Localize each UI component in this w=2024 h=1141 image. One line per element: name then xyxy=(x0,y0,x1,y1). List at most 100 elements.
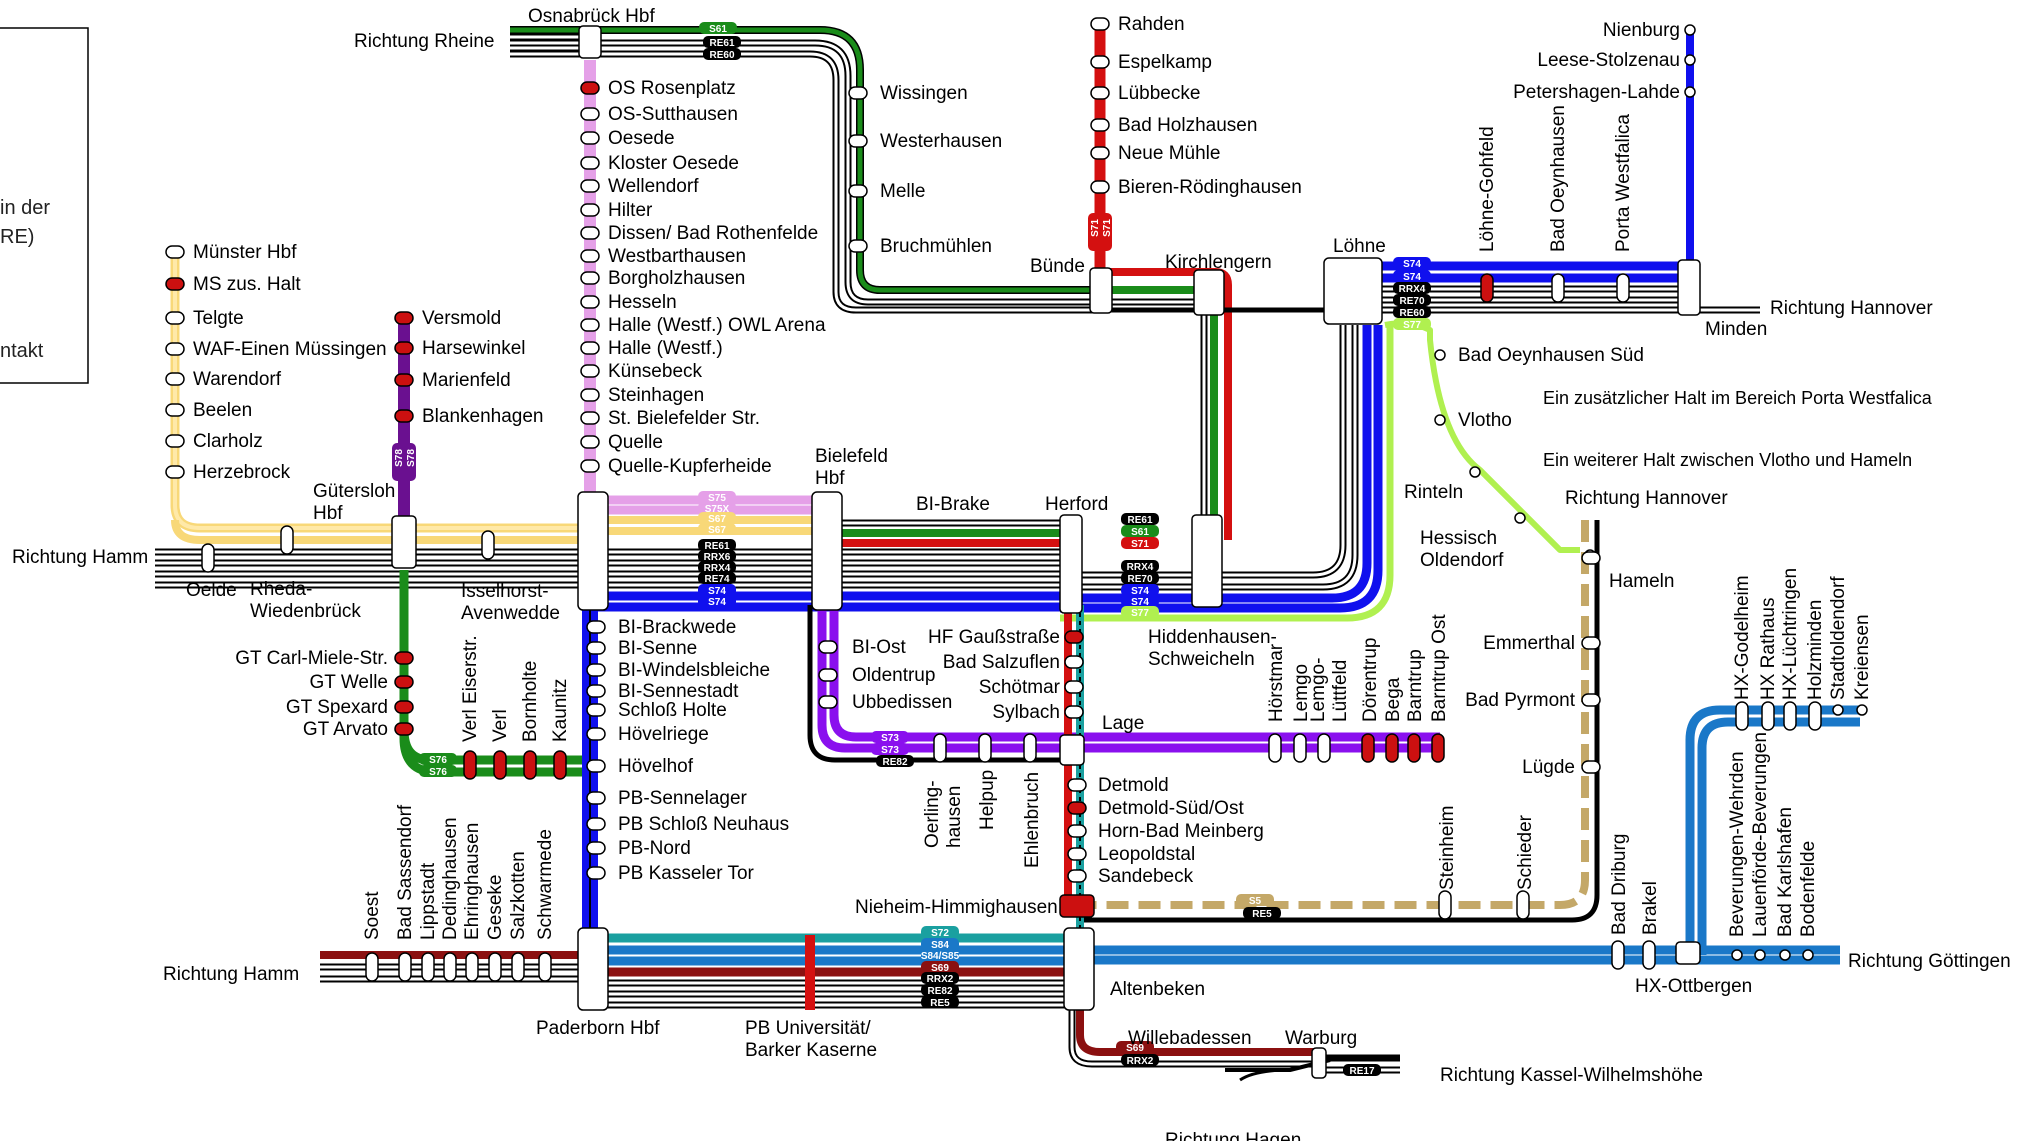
stop-marker[interactable] xyxy=(394,373,414,387)
stop-marker[interactable] xyxy=(848,134,868,148)
stop-marker[interactable] xyxy=(580,107,600,121)
stop-marker[interactable] xyxy=(394,675,414,689)
stop-marker[interactable] xyxy=(1514,512,1526,524)
stop-marker[interactable] xyxy=(586,641,606,655)
stop-marker[interactable] xyxy=(1090,180,1110,194)
stop-marker[interactable] xyxy=(1802,949,1814,961)
stop-marker[interactable] xyxy=(586,841,606,855)
stop-marker[interactable] xyxy=(421,952,435,982)
stop-marker[interactable] xyxy=(1480,273,1494,303)
hub-guetersloh[interactable] xyxy=(391,515,417,569)
hub-herford[interactable] xyxy=(1059,514,1083,614)
hub-kirchlengern[interactable] xyxy=(1193,269,1225,316)
stop-marker[interactable] xyxy=(580,249,600,263)
stop-marker[interactable] xyxy=(1761,701,1775,731)
stop-marker[interactable] xyxy=(580,179,600,193)
stop-marker[interactable] xyxy=(165,372,185,386)
stop-marker[interactable] xyxy=(580,81,600,95)
stop-marker[interactable] xyxy=(580,364,600,378)
stop-marker[interactable] xyxy=(1581,636,1601,650)
hub-bielefeld[interactable] xyxy=(811,491,843,611)
stop-marker[interactable] xyxy=(1090,55,1110,69)
stop-marker[interactable] xyxy=(1551,273,1565,303)
stop-marker[interactable] xyxy=(586,791,606,805)
stop-marker[interactable] xyxy=(523,750,537,780)
stop-marker[interactable] xyxy=(1581,693,1601,707)
stop-marker[interactable] xyxy=(586,759,606,773)
stop-marker[interactable] xyxy=(848,86,868,100)
stop-marker[interactable] xyxy=(463,750,477,780)
stop-marker[interactable] xyxy=(1407,733,1421,763)
stop-marker[interactable] xyxy=(586,817,606,831)
stop-marker[interactable] xyxy=(580,411,600,425)
stop-marker[interactable] xyxy=(818,695,838,709)
stop-marker[interactable] xyxy=(394,311,414,325)
stop-marker[interactable] xyxy=(1754,949,1766,961)
stop-marker[interactable] xyxy=(465,952,479,982)
hub-nieheim[interactable] xyxy=(1059,894,1095,918)
hub-osnabrueck[interactable] xyxy=(578,25,602,59)
stop-marker[interactable] xyxy=(1067,869,1087,883)
stop-marker[interactable] xyxy=(1856,704,1868,716)
stop-marker[interactable] xyxy=(586,620,606,634)
stop-marker[interactable] xyxy=(165,465,185,479)
stop-marker[interactable] xyxy=(580,388,600,402)
stop-marker[interactable] xyxy=(1064,630,1084,644)
hub-hiddenhausen[interactable] xyxy=(1191,514,1223,608)
stop-marker[interactable] xyxy=(165,311,185,325)
stop-marker[interactable] xyxy=(553,750,567,780)
stop-marker[interactable] xyxy=(1735,701,1749,731)
stop-marker[interactable] xyxy=(165,245,185,259)
stop-marker[interactable] xyxy=(201,543,215,573)
stop-marker[interactable] xyxy=(1090,146,1110,160)
stop-marker[interactable] xyxy=(580,459,600,473)
stop-marker[interactable] xyxy=(580,271,600,285)
stop-marker[interactable] xyxy=(1064,680,1084,694)
stop-marker[interactable] xyxy=(1581,551,1601,565)
stop-marker[interactable] xyxy=(580,435,600,449)
stop-marker[interactable] xyxy=(848,239,868,253)
stop-marker[interactable] xyxy=(1434,349,1446,361)
stop-marker[interactable] xyxy=(1090,86,1110,100)
stop-marker[interactable] xyxy=(1438,890,1452,920)
stop-marker[interactable] xyxy=(1090,118,1110,132)
stop-marker[interactable] xyxy=(580,156,600,170)
stop-marker[interactable] xyxy=(1317,733,1331,763)
stop-marker[interactable] xyxy=(365,952,379,982)
stop-marker[interactable] xyxy=(1684,86,1696,98)
stop-marker[interactable] xyxy=(165,434,185,448)
stop-marker[interactable] xyxy=(1023,733,1037,763)
stop-marker[interactable] xyxy=(1067,801,1087,815)
stop-marker[interactable] xyxy=(580,226,600,240)
stop-marker[interactable] xyxy=(538,952,552,982)
stop-marker[interactable] xyxy=(165,403,185,417)
stop-marker[interactable] xyxy=(488,952,502,982)
stop-marker[interactable] xyxy=(1431,733,1445,763)
stop-marker[interactable] xyxy=(1611,940,1625,970)
stop-marker[interactable] xyxy=(481,530,495,560)
stop-marker[interactable] xyxy=(818,668,838,682)
stop-marker[interactable] xyxy=(165,342,185,356)
hub-lage[interactable] xyxy=(1059,734,1085,766)
stop-marker[interactable] xyxy=(1067,778,1087,792)
hub-altenbeken[interactable] xyxy=(1063,927,1095,1011)
stop-marker[interactable] xyxy=(1361,733,1375,763)
stop-marker[interactable] xyxy=(586,866,606,880)
stop-marker[interactable] xyxy=(1783,701,1797,731)
stop-marker[interactable] xyxy=(1642,940,1656,970)
stop-marker[interactable] xyxy=(1090,17,1110,31)
hub-warburg[interactable] xyxy=(1311,1047,1327,1079)
stop-marker[interactable] xyxy=(165,277,185,291)
stop-marker[interactable] xyxy=(1684,24,1696,36)
hub-paderborn[interactable] xyxy=(577,927,609,1011)
hub-minden[interactable] xyxy=(1677,259,1701,316)
stop-marker[interactable] xyxy=(1616,273,1630,303)
stop-marker[interactable] xyxy=(586,684,606,698)
stop-marker[interactable] xyxy=(394,700,414,714)
stop-marker[interactable] xyxy=(586,703,606,717)
hub-loehne[interactable] xyxy=(1323,257,1383,325)
stop-marker[interactable] xyxy=(580,203,600,217)
stop-marker[interactable] xyxy=(978,733,992,763)
stop-marker[interactable] xyxy=(493,750,507,780)
stop-marker[interactable] xyxy=(586,727,606,741)
